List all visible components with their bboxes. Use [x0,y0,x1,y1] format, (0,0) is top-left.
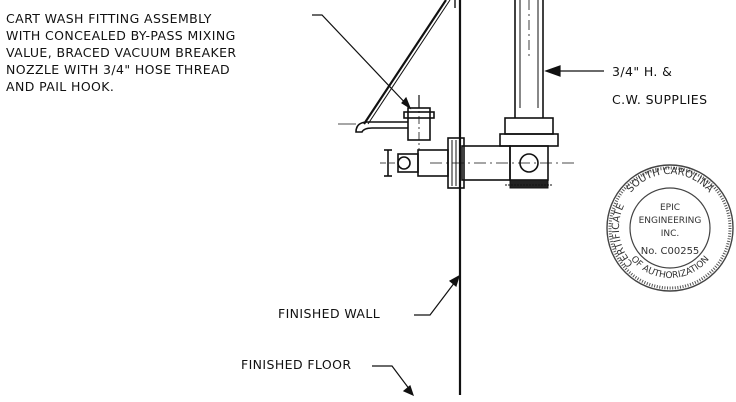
finished-wall-label: FINISHED WALL [278,306,380,321]
seal-ring-top: SOUTH CAROLINA [625,166,715,195]
seal-center-line-4: No. C00255 [641,246,700,257]
supplies-callout-line-1: 3/4" H. & [612,64,672,79]
supplies-callout-line-2: C.W. SUPPLIES [612,92,707,107]
supplies-callout: 3/4" H. & C.W. SUPPLIES [612,64,707,107]
seal-center-line-1: EPIC [660,203,680,213]
fitting-callout: CART WASH FITTING ASSEMBLY WITH CONCEALE… [6,11,237,94]
seal-center-line-2: ENGINEERING [639,216,702,226]
brace-rod [363,0,451,125]
finished-wall [454,0,462,395]
cart-wash-fitting [338,95,449,177]
fitting-callout-line-5: AND PAIL HOOK. [6,79,114,94]
fitting-callout-line-1: CART WASH FITTING ASSEMBLY [6,11,212,26]
finished-floor-label: FINISHED FLOOR [241,357,351,372]
fitting-callout-line-3: VALUE, BRACED VACUUM BREAKER [6,45,237,60]
fitting-callout-line-4: NOZZLE WITH 3/4" HOSE THREAD [6,62,230,77]
wall-connection [430,137,578,189]
leader-lines [312,14,604,397]
fitting-callout-line-2: WITH CONCEALED BY-PASS MIXING [6,28,236,43]
seal-center-line-3: INC. [661,229,680,239]
engineering-seal: SOUTH CAROLINA CERTIFICATE OF AUTHORIZAT… [606,164,734,292]
supply-pipe [499,0,559,189]
